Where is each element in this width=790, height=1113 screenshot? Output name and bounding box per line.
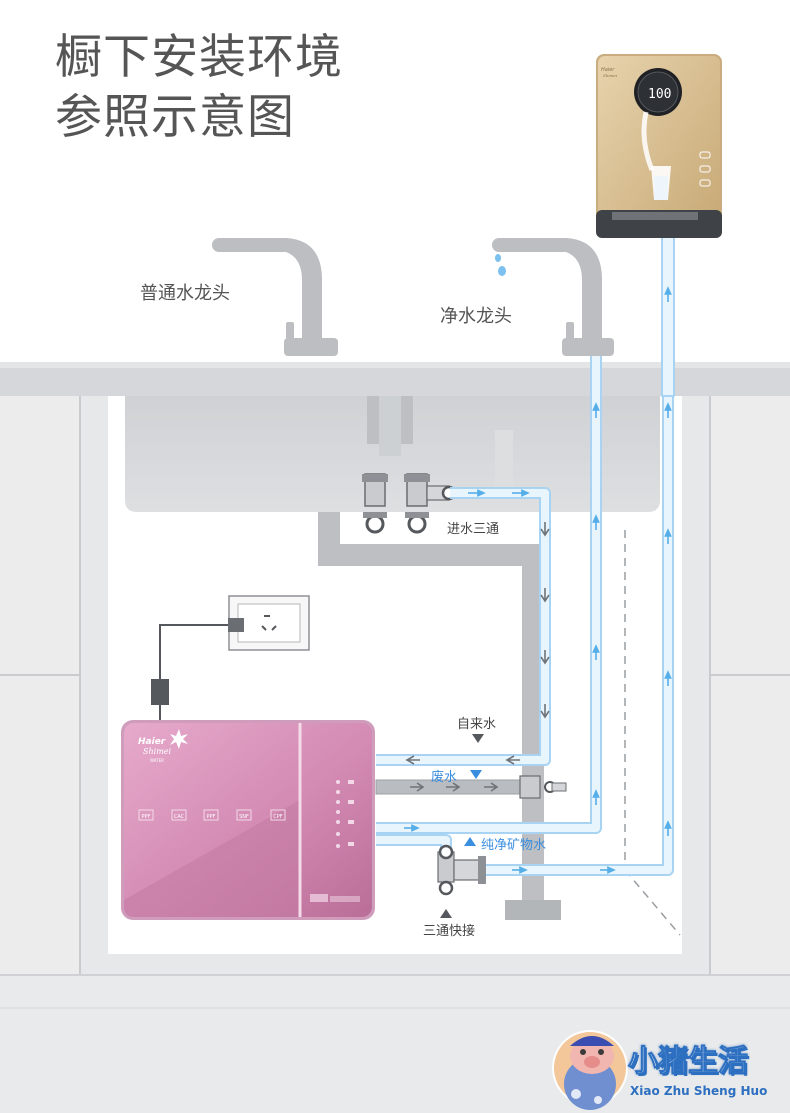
pure-mineral-water-label: 纯净矿物水 bbox=[481, 838, 547, 853]
dispenser-display: 100 bbox=[648, 87, 671, 102]
normal-faucet-label: 普通水龙头 bbox=[140, 283, 230, 304]
normal-faucet bbox=[212, 238, 338, 356]
watermark-name: 小猪生活 bbox=[628, 1044, 749, 1080]
blue-flow-arrows bbox=[404, 286, 672, 874]
clean-faucet-label: 净水龙头 bbox=[440, 306, 512, 327]
watermark-pinyin: Xiao Zhu Sheng Huo bbox=[630, 1084, 768, 1098]
waste-water-label: 废水 bbox=[431, 770, 458, 785]
countertop bbox=[0, 362, 790, 396]
water-drops bbox=[495, 254, 506, 276]
wall-dispenser bbox=[596, 54, 722, 238]
filter-label-4: SNF bbox=[239, 814, 249, 820]
power-outlet bbox=[228, 595, 310, 651]
label-markers bbox=[440, 734, 484, 918]
pig-mascot-icon bbox=[552, 1030, 628, 1110]
tap-water-label: 自来水 bbox=[457, 717, 497, 732]
page-title-line-1: 橱下安装环境 bbox=[55, 30, 343, 85]
water-purifier bbox=[121, 720, 375, 920]
purifier-logo-icon bbox=[170, 729, 188, 749]
purifier-brand: Haier bbox=[138, 737, 166, 747]
gray-flow-arrows bbox=[405, 522, 550, 792]
clean-faucet bbox=[492, 238, 614, 356]
dispenser-sub-brand: Shimei bbox=[603, 73, 618, 78]
page-title-line-2: 参照示意图 bbox=[55, 90, 295, 145]
filter-label-1: PPF bbox=[142, 814, 151, 820]
tee-quick-connector bbox=[437, 844, 486, 896]
purifier-sub-brand-tag: WATER bbox=[150, 758, 164, 763]
blue-water-pipes bbox=[376, 235, 675, 876]
purifier-sub-brand: Shimei bbox=[143, 747, 172, 756]
filter-label-2: CAC bbox=[174, 814, 185, 820]
filter-label-3: PPF bbox=[207, 814, 216, 820]
dispenser-brand: Haier bbox=[601, 67, 615, 73]
angle-valve-left bbox=[362, 473, 388, 534]
filter-label-5: CPF bbox=[273, 814, 283, 820]
tee-quick-connector-label: 三通快接 bbox=[423, 924, 476, 939]
page-title: 橱下安装环境 参照示意图 bbox=[55, 28, 343, 148]
filter-labels: PPF CAC PPF SNF CPF bbox=[142, 814, 283, 820]
angle-valve-right bbox=[404, 473, 430, 534]
inlet-tee-label: 进水三通 bbox=[447, 522, 500, 537]
waste-water-pipe bbox=[375, 775, 567, 799]
